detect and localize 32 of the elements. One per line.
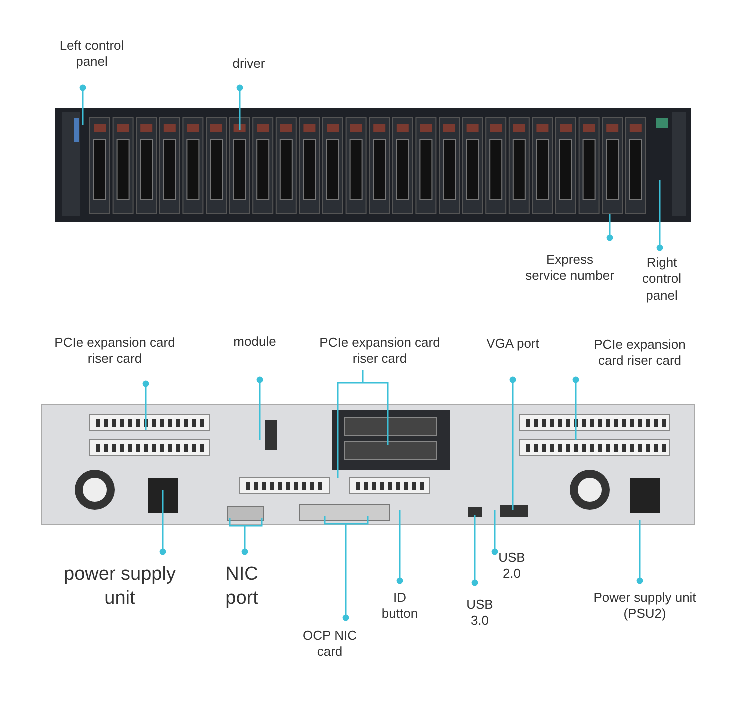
leader-line: [572, 376, 580, 440]
leader-line: [492, 510, 498, 556]
leader-line: [324, 515, 369, 622]
leader-line: [396, 510, 404, 584]
leader-line: [606, 214, 614, 242]
callout-label: ID button: [375, 590, 425, 622]
leader-line: [256, 376, 264, 440]
leader-line: [510, 376, 516, 510]
callout-label: OCP NIC card: [295, 628, 365, 660]
callout-label: PCIe expansion card riser card: [580, 337, 700, 370]
leader-line: [142, 380, 150, 430]
callout-label: VGA port: [473, 336, 553, 352]
leader-line: [236, 84, 244, 130]
callout-label: driver: [219, 56, 279, 72]
callout-label: PCIe expansion card riser card: [312, 335, 448, 368]
callout-label: Left control panel: [47, 38, 137, 70]
leader-line: [472, 515, 478, 586]
callout-label: USB 2.0: [492, 550, 532, 582]
leader-line: [656, 180, 664, 252]
callout-label: USB 3.0: [460, 597, 500, 630]
leader-line: [337, 369, 389, 479]
leader-line: [636, 520, 644, 584]
callout-label: PCIe expansion card riser card: [48, 335, 182, 368]
leader-line: [160, 490, 166, 556]
callout-label: Power supply unit (PSU2): [590, 590, 700, 622]
callout-label: module: [210, 334, 300, 350]
callout-label: NIC port: [212, 563, 272, 610]
leader-line: [80, 84, 86, 125]
callout-label: Express service number: [525, 252, 615, 284]
callout-label: power supply unit: [50, 563, 190, 610]
leader-line: [229, 517, 263, 556]
callout-label: Right control panel: [627, 255, 697, 304]
